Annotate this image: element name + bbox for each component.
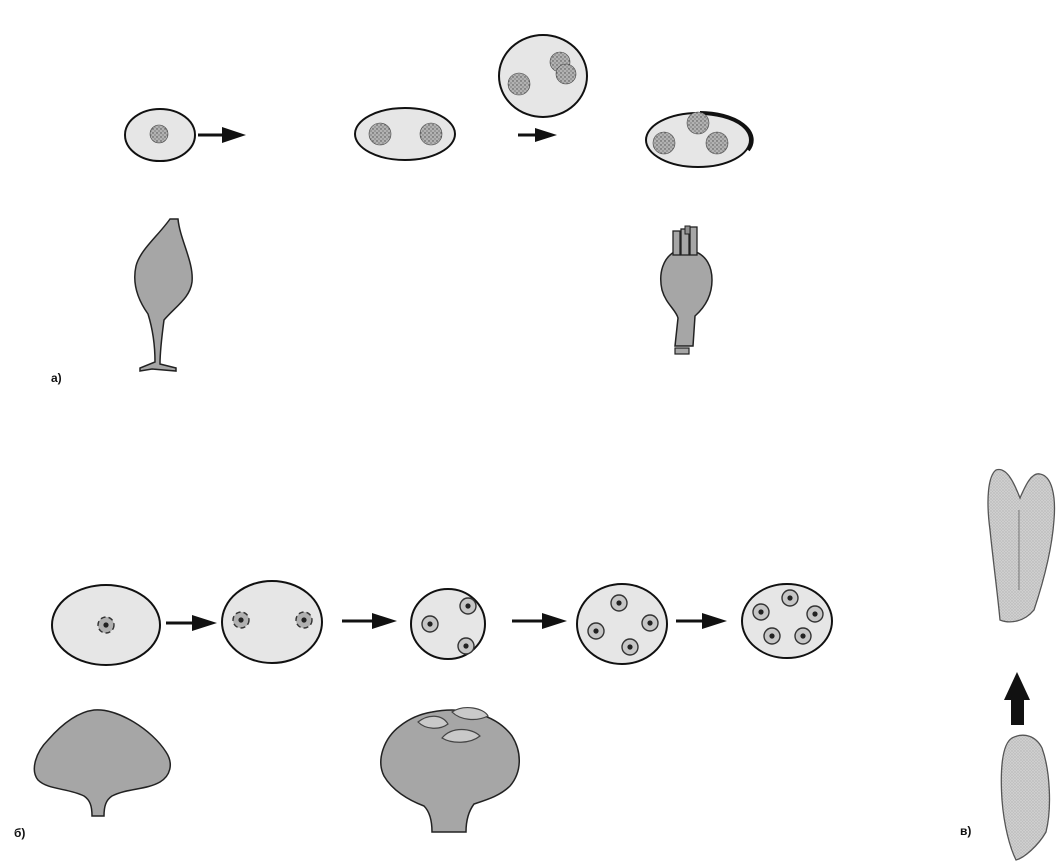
panel-b-cell-2	[222, 581, 322, 663]
panel-b-cell-4	[577, 584, 667, 664]
panel-a-cell-4-nucleus-1	[687, 112, 709, 134]
panel-a-cell-2-nucleus-1	[369, 123, 391, 145]
panel-b-fruit-body-1	[34, 710, 170, 816]
panel-c-body-lower	[1001, 735, 1049, 860]
panel-a-cell-4	[646, 112, 752, 167]
panel-b-cell-3	[411, 589, 485, 659]
panel-a-cell-4-nucleus-3	[706, 132, 728, 154]
panel-a-fruit-body-2	[661, 226, 712, 354]
panel-a-arrow-1	[198, 127, 246, 143]
panel-a-fruit-body-2-prong-1	[673, 231, 680, 255]
panel-b-arrow-4	[676, 613, 727, 629]
panel-b-cell-1	[52, 585, 160, 665]
panel-a-cell-1-nucleus	[150, 125, 168, 143]
panel-b-fruit-body-2	[381, 708, 519, 832]
panel-a-cell-1	[125, 109, 195, 161]
panel-b-label: б)	[14, 826, 25, 840]
panel-b-arrow-1	[166, 615, 217, 631]
panel-a-cell-3-nucleus-3	[556, 64, 576, 84]
panel-a-fruit-body-2-prong-3	[690, 227, 697, 255]
panel-a-fruit-body-2-prong-4	[685, 226, 690, 234]
panel-a-cell-4-nucleus-2	[653, 132, 675, 154]
panel-a-fruit-body-2-base	[675, 348, 689, 354]
panel-c-body-upper	[988, 470, 1054, 622]
panel-b-cell-5	[742, 584, 832, 658]
panel-a-label: а)	[51, 371, 62, 385]
panel-a-fruit-body-1	[135, 219, 192, 371]
panel-b-arrow-2	[342, 613, 397, 629]
panel-a-cell-2-nucleus-2	[420, 123, 442, 145]
panel-a-cell-3-nucleus-1	[508, 73, 530, 95]
panel-b-arrow-3	[512, 613, 567, 629]
panel-a-cell-2	[355, 108, 455, 160]
panel-c-arrow-up	[1004, 672, 1030, 725]
panel-a-arrow-2	[518, 128, 557, 142]
panel-c-label: в)	[960, 824, 971, 838]
panel-a-cell-3	[499, 35, 587, 117]
